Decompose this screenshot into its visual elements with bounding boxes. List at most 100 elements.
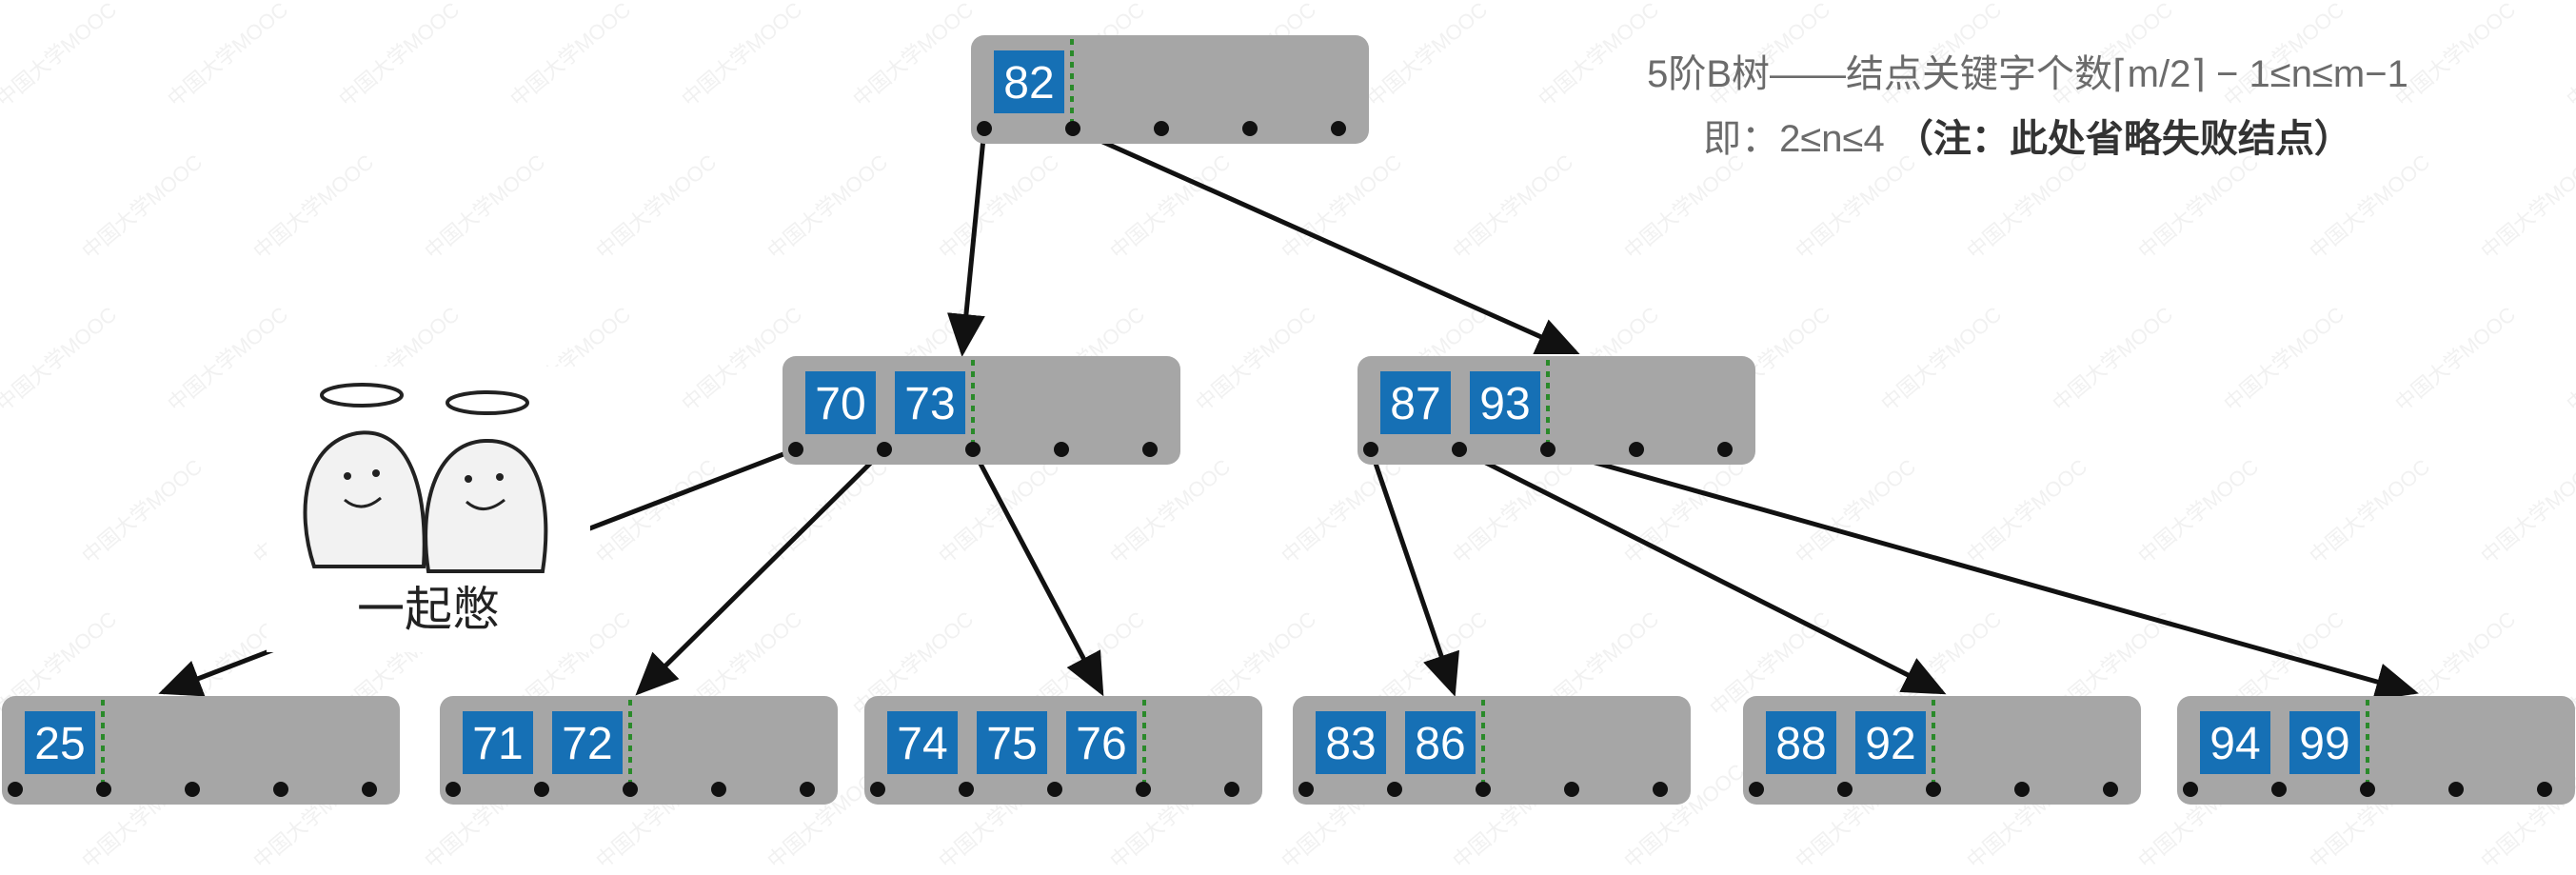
child-pointer-dot: [877, 442, 892, 457]
key-count-range-text: 即：2≤n≤4: [1703, 118, 1895, 160]
child-pointer-dot: [959, 782, 974, 797]
node-box: [864, 696, 1262, 805]
child-pointer-dot: [1749, 782, 1764, 797]
key-cell: [25, 711, 95, 774]
edge-n2-to-l5: [1457, 447, 1947, 695]
key-cell: [1066, 711, 1137, 774]
child-pointer-dot: [362, 782, 377, 797]
btree-node-l3: 74 75 76: [864, 696, 1262, 805]
btree-node-l6: 94 99: [2177, 696, 2575, 805]
child-pointer-dot: [2537, 782, 2552, 797]
child-pointer-dot: [1564, 782, 1579, 797]
key-value: 93: [1479, 379, 1530, 429]
child-pointer-dot: [1387, 782, 1402, 797]
edge-root-to-n2: [1071, 126, 1580, 355]
child-pointer-dot: [1476, 782, 1491, 797]
edge-n1-to-l2: [635, 447, 886, 696]
btree-node-l4: 83 86: [1293, 696, 1691, 805]
figure-left-icon: [303, 430, 426, 568]
btree-node-l5: 88 92: [1743, 696, 2141, 805]
child-pointer-dot: [1242, 121, 1258, 136]
btree-node-l1: 25: [2, 696, 400, 805]
key-cell: [1316, 711, 1386, 774]
child-pointer-dot: [1540, 442, 1556, 457]
key-value: 83: [1325, 719, 1376, 769]
key-value: 86: [1415, 719, 1465, 769]
key-count-range-caption: 即：2≤n≤4 （注：此处省略失败结点）: [1485, 120, 2570, 158]
key-cell: [2200, 711, 2270, 774]
child-pointer-dot: [2271, 782, 2287, 797]
child-pointer-dot: [2014, 782, 2030, 797]
child-pointer-dot: [1154, 121, 1169, 136]
edge-root-to-n1: [946, 128, 987, 357]
key-value: 82: [1003, 58, 1054, 109]
child-pointer-dot: [1047, 782, 1062, 797]
node-box: [440, 696, 838, 805]
child-pointer-dot: [2360, 782, 2375, 797]
edge-n2-to-l6: [1547, 447, 2419, 701]
child-pointer-dot: [1136, 782, 1151, 797]
child-pointer-dot: [534, 782, 549, 797]
key-cell: [805, 371, 876, 434]
key-cell: [887, 711, 958, 774]
child-pointer-dot: [1837, 782, 1853, 797]
key-cell: [994, 50, 1064, 113]
child-pointer-dot: [185, 782, 200, 797]
key-value: 71: [472, 719, 523, 769]
b-tree-definition-caption: 5阶B树——结点关键字个数⌈m/2⌉ − 1≤n≤m−1: [1647, 53, 2408, 95]
key-value: 74: [897, 719, 947, 769]
halo-left-icon: [320, 383, 404, 408]
key-value: 25: [34, 719, 85, 769]
btree-node-root: 82: [971, 35, 1369, 144]
child-pointer-dot: [1298, 782, 1314, 797]
meme-sticker-image: 一起憋: [267, 367, 590, 652]
key-value: 70: [815, 379, 865, 429]
child-pointer-dot: [1926, 782, 1941, 797]
key-value: 87: [1390, 379, 1440, 429]
figure-right-icon: [424, 438, 548, 573]
child-pointer-dot: [1065, 121, 1080, 136]
halo-right-icon: [446, 390, 529, 415]
child-pointer-dot: [711, 782, 726, 797]
child-pointer-dot: [1331, 121, 1346, 136]
key-cell: [1380, 371, 1451, 434]
key-value: 72: [562, 719, 612, 769]
key-value: 99: [2299, 719, 2349, 769]
node-box: [783, 356, 1180, 465]
child-pointer-dot: [623, 782, 638, 797]
key-cell: [1405, 711, 1476, 774]
child-pointer-dot: [788, 442, 803, 457]
child-pointer-dot: [977, 121, 992, 136]
node-box: [1743, 696, 2141, 805]
edge-n1-to-l3: [970, 447, 1104, 697]
key-cell: [1766, 711, 1836, 774]
child-pointer-dot: [1629, 442, 1644, 457]
child-pointer-dot: [1224, 782, 1239, 797]
key-cell: [977, 711, 1047, 774]
key-value: 88: [1775, 719, 1826, 769]
child-pointer-dot: [8, 782, 23, 797]
face-left-icon: [344, 469, 382, 508]
child-pointer-dot: [1653, 782, 1668, 797]
child-pointer-dot: [1452, 442, 1467, 457]
key-value: 94: [2209, 719, 2260, 769]
child-pointer-dot: [446, 782, 461, 797]
edge-n2-to-l4: [1368, 448, 1460, 697]
key-cell: [463, 711, 533, 774]
key-value: 92: [1865, 719, 1915, 769]
child-pointer-dot: [2103, 782, 2118, 797]
key-value: 75: [986, 719, 1037, 769]
child-pointer-dot: [1054, 442, 1069, 457]
face-right-icon: [465, 473, 505, 510]
btree-node-n2: 87 93: [1357, 356, 1755, 465]
node-box: [2177, 696, 2575, 805]
key-cell: [1855, 711, 1926, 774]
node-box: [1357, 356, 1755, 465]
child-pointer-dot: [965, 442, 981, 457]
node-box: [1293, 696, 1691, 805]
sticker-caption: 一起憋: [357, 582, 500, 637]
child-pointer-dot: [2448, 782, 2464, 797]
child-pointer-dot: [870, 782, 885, 797]
key-value: 76: [1076, 719, 1126, 769]
